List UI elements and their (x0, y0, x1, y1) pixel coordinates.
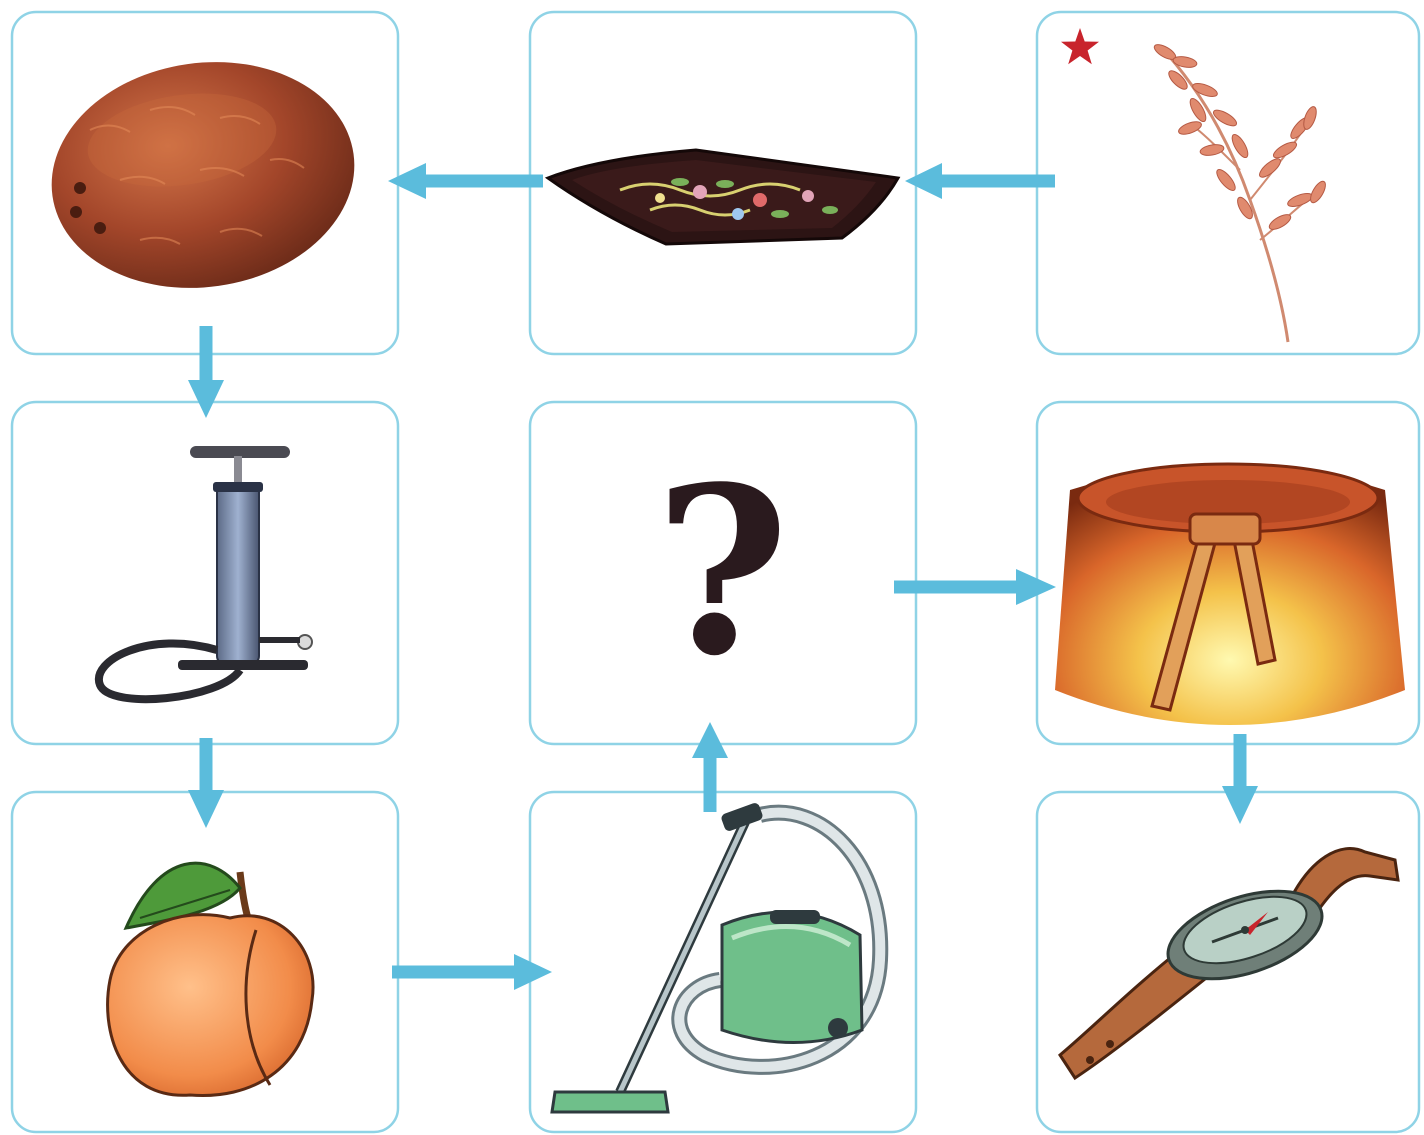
arrow-tray-to-coconut (388, 163, 543, 199)
belted-skirt-icon (1055, 464, 1405, 725)
arrow-apricot-to-vacuum (392, 954, 552, 990)
question-mark: ? (655, 437, 790, 707)
arrow-oat-to-tray (905, 163, 1055, 199)
arrow-question-to-skirt (894, 569, 1056, 605)
